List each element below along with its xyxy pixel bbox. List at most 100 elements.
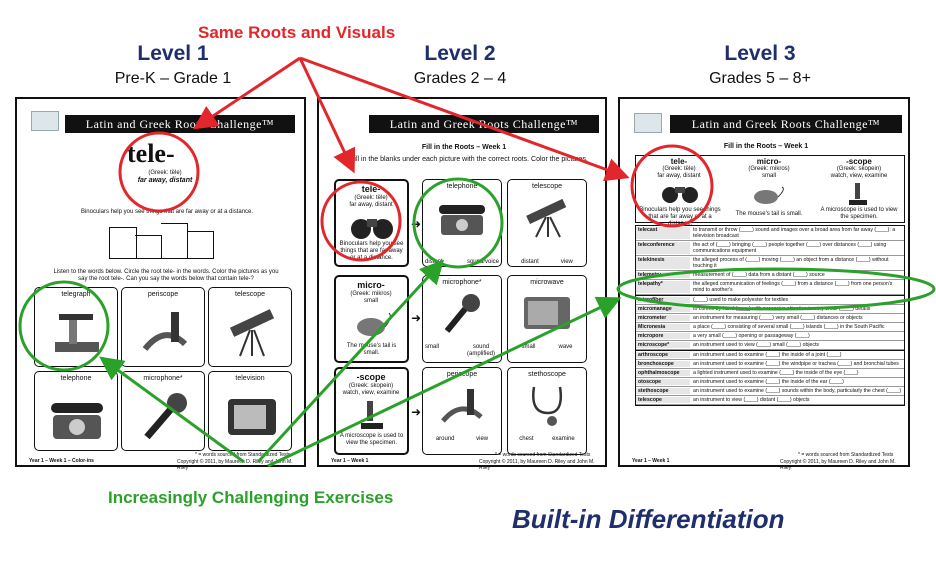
arrow-icon: ➜ bbox=[411, 217, 422, 231]
word-label: telescope bbox=[235, 291, 265, 298]
answer-box[interactable] bbox=[109, 227, 137, 259]
table-word: ophthalmoscope bbox=[636, 370, 690, 376]
red-arrow bbox=[299, 56, 630, 182]
root-origin: (Greek: tële) bbox=[148, 170, 182, 176]
table-definition: measurement of (____) data from a distan… bbox=[693, 272, 825, 278]
telegraph-icon bbox=[55, 314, 99, 352]
microwave-icon bbox=[524, 297, 570, 329]
worksheet-level-1: Latin and Greek Roots Challenge™ tele- (… bbox=[15, 97, 306, 471]
challenging-callout: Increasingly Challenging Exercises bbox=[108, 488, 394, 507]
table-word: Micronesia bbox=[636, 324, 690, 330]
instructions: Fill in the blanks under each picture wi… bbox=[350, 156, 588, 163]
table-word: telecast bbox=[636, 227, 690, 239]
worksheet-level-3: Latin and Greek Roots Challenge™ Fill in… bbox=[618, 97, 910, 471]
word-label: telescope bbox=[532, 183, 562, 190]
table-definition: the alleged communication of feelings (_… bbox=[693, 281, 893, 293]
root-meaning: small bbox=[761, 173, 776, 179]
word-label: telephone bbox=[60, 375, 92, 382]
periscope-icon bbox=[441, 389, 483, 423]
answer-box[interactable] bbox=[187, 231, 214, 259]
root-word: micro- bbox=[357, 280, 385, 290]
table-word: bronchoscope bbox=[636, 361, 690, 367]
footnote: * = words sourced from Standardized Test… bbox=[495, 452, 591, 458]
red-circles bbox=[118, 131, 714, 262]
root-origin: (Greek: mikros) bbox=[748, 166, 790, 172]
root-card-micro: micro- (Greek: mikros) small bbox=[726, 157, 812, 180]
arrow-icon: ➜ bbox=[411, 311, 422, 325]
picture-card: stethoscope bbox=[507, 367, 587, 455]
tagline: Built-in Differentiation bbox=[512, 504, 785, 534]
picture-card: microphone* bbox=[121, 371, 205, 451]
periscope-icon bbox=[142, 312, 188, 351]
answer-box[interactable] bbox=[161, 223, 188, 259]
table-word: telescope bbox=[636, 397, 690, 403]
footer-left: Year 1 – Week 1 – Color-ins bbox=[29, 458, 94, 464]
green-highlight-ellipse bbox=[616, 267, 936, 311]
telescope-icon bbox=[526, 198, 567, 238]
table-definition: an instrument used to examine (____) the… bbox=[693, 379, 844, 385]
table-word: arthroscope bbox=[636, 352, 690, 358]
green-arrow bbox=[99, 356, 245, 464]
level-1-title: Level 1 bbox=[137, 42, 209, 65]
table-word: microscope* bbox=[636, 342, 690, 348]
level-3-grades: Grades 5 – 8+ bbox=[709, 70, 811, 87]
picture-card: microphone* bbox=[422, 275, 502, 363]
worksheet-heading: Fill in the Roots – Week 1 bbox=[723, 143, 809, 150]
table-definition: a very small (____) opening or passagewa… bbox=[693, 333, 810, 339]
table-word: teleconference bbox=[636, 242, 690, 254]
red-arrow bbox=[298, 57, 356, 174]
worksheet-heading: Fill in the Roots – Week 1 bbox=[421, 144, 507, 151]
word-label: microphone* bbox=[143, 375, 183, 382]
table-definition: (____) used to make polyester for textil… bbox=[693, 297, 789, 303]
footer-right: Copyright © 2011, by Maureen D. Riley an… bbox=[780, 459, 896, 471]
table-word: otoscope bbox=[636, 379, 690, 385]
root-meaning: far away, distant bbox=[137, 177, 193, 184]
table-word: stethoscope bbox=[636, 388, 690, 394]
footer-left: Year 1 – Week 1 bbox=[632, 458, 670, 464]
table-definition: the alleged process of (____) moving (__… bbox=[693, 257, 889, 269]
word-label: telegraph bbox=[61, 291, 91, 298]
green-arrows bbox=[99, 259, 622, 468]
table-word: micromanage bbox=[636, 306, 690, 312]
root-card-tele: tele- (Greek: tële) far away, distant bbox=[636, 157, 722, 180]
red-highlight-circle bbox=[320, 180, 402, 262]
table-row: telepathy*the alleged communication of f… bbox=[636, 280, 904, 295]
root-origin: (Greek: skopein) bbox=[836, 166, 882, 172]
root-meaning: far away, distant bbox=[657, 173, 701, 179]
root-sentence: A microscope is used to view the specime… bbox=[820, 207, 898, 220]
table-word: telekinesis bbox=[636, 257, 690, 269]
table-definition: to transmit or throw (____) sound and im… bbox=[693, 227, 896, 239]
table-word: micropore bbox=[636, 333, 690, 339]
table-word: micrometer bbox=[636, 315, 690, 321]
root-sentence: Binoculars help you see things that are … bbox=[80, 209, 254, 215]
arrow-icon: ➜ bbox=[411, 405, 422, 419]
root-word: tele- bbox=[127, 139, 175, 168]
table-row: microscope*an instrument used to view (_… bbox=[636, 341, 904, 350]
microphone-icon bbox=[444, 294, 480, 333]
table-definition: an instrument to view (____) distant (__… bbox=[693, 397, 810, 403]
word-label: microphone* bbox=[442, 279, 482, 286]
telephone-icon bbox=[51, 403, 103, 439]
table-definition: a place (____) consisting of several sma… bbox=[693, 324, 885, 330]
red-highlight-circle bbox=[630, 144, 714, 228]
root-word: -scope bbox=[846, 157, 872, 166]
level-2-grades: Grades 2 – 4 bbox=[413, 70, 507, 87]
green-highlight-circle bbox=[18, 280, 110, 372]
footnote: * = words sourced from Standardized Test… bbox=[195, 452, 291, 458]
red-arrow bbox=[193, 56, 301, 130]
root-meaning: small bbox=[363, 298, 378, 304]
root-word: tele- bbox=[361, 184, 381, 194]
picture-card: periscope bbox=[121, 287, 205, 367]
telescope-icon bbox=[229, 309, 275, 357]
root-origin: (Greek: skopein) bbox=[348, 383, 394, 389]
answer-box[interactable] bbox=[135, 235, 162, 259]
publisher-logo bbox=[634, 113, 662, 133]
root-meaning: watch, view, examine bbox=[830, 173, 888, 179]
word-label: television bbox=[235, 375, 265, 382]
